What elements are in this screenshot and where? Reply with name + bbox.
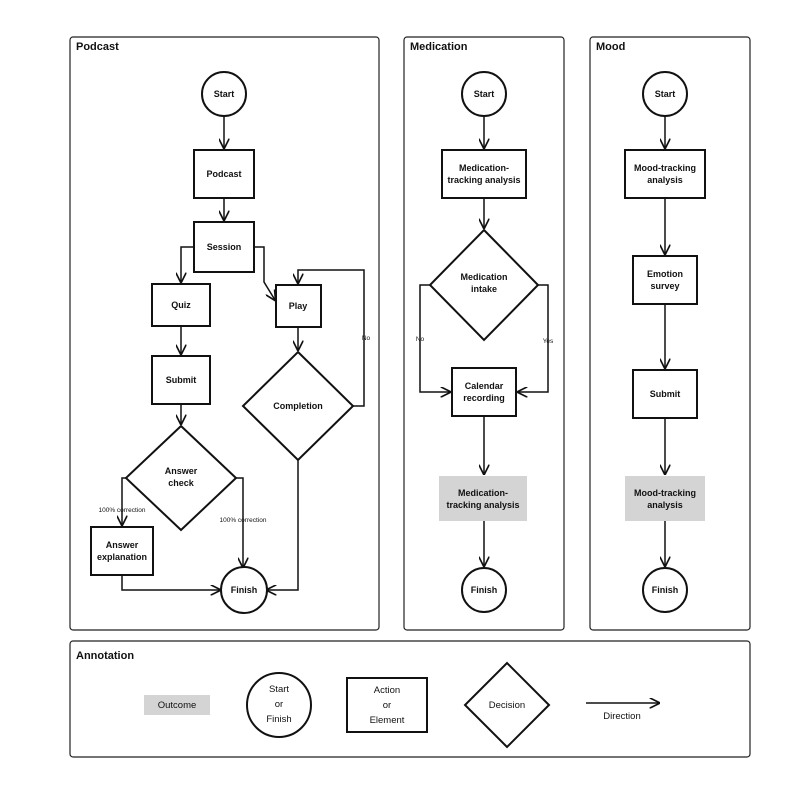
- medication-edges: [419, 116, 549, 566]
- completion-decision: Completion: [241, 350, 355, 462]
- mood-start-label: Start: [655, 89, 676, 99]
- calendar-recording-node: Calendar recording: [451, 367, 517, 417]
- medication-finish-node: Finish: [461, 567, 507, 613]
- edge-intake-no: [419, 284, 450, 392]
- emotion-survey-label-line2: survey: [650, 281, 679, 291]
- medication-outcome-label-line2: tracking analysis: [446, 500, 519, 510]
- podcast-panel-title: Podcast: [76, 41, 119, 53]
- submit-node: Submit: [151, 355, 211, 405]
- emotion-survey-label-line1: Emotion: [647, 269, 683, 279]
- podcast-start-label: Start: [214, 89, 235, 99]
- answer-check-label-line2: check: [168, 478, 195, 488]
- mood-analysis-label-line2: analysis: [647, 175, 683, 185]
- edge-check-to-finish: [236, 477, 243, 567]
- calendar-recording-label-line1: Calendar: [465, 381, 504, 391]
- mood-finish-label: Finish: [652, 585, 679, 595]
- completion-label: Completion: [273, 401, 323, 411]
- session-label: Session: [207, 242, 242, 252]
- podcast-edges: [121, 116, 365, 590]
- medication-analysis-node: Medication- tracking analysis: [441, 149, 527, 199]
- edge-label-med-yes: Yes: [543, 338, 554, 345]
- mood-finish-node: Finish: [642, 567, 688, 613]
- edge-completion-to-finish: [267, 460, 299, 590]
- submit-label: Submit: [166, 375, 197, 385]
- edge-label-correction-left: 100% correction: [99, 507, 146, 514]
- medication-analysis-label-line1: Medication-: [459, 163, 509, 173]
- legend-decision: Decision: [463, 661, 551, 749]
- edge-label-correction-right: 100% correction: [220, 517, 267, 524]
- mood-outcome-label-line1: Mood-tracking: [634, 488, 696, 498]
- legend-direction-label: Direction: [603, 711, 641, 722]
- edge-explanation-to-finish: [121, 575, 220, 590]
- legend-action: Action or Element: [346, 677, 428, 733]
- mood-panel: [589, 36, 751, 631]
- play-node: Play: [275, 284, 322, 328]
- edge-label-med-no: No: [416, 336, 425, 343]
- edge-intake-yes: [518, 284, 549, 392]
- medication-analysis-label-line2: tracking analysis: [447, 175, 520, 185]
- legend-direction: Direction: [586, 703, 659, 722]
- legend-action-line3: Element: [370, 715, 405, 726]
- play-label: Play: [289, 301, 308, 311]
- mood-start-node: Start: [642, 71, 688, 117]
- answer-explanation-node: Answer explanation: [90, 526, 154, 576]
- session-node: Session: [193, 221, 255, 273]
- podcast-finish-label: Finish: [231, 585, 258, 595]
- medication-intake-decision: Medication intake: [428, 228, 540, 342]
- edge-session-to-play: [254, 246, 275, 300]
- annotation-panel-title: Annotation: [76, 650, 134, 662]
- answer-explanation-label-line1: Answer: [106, 540, 139, 550]
- medication-start-label: Start: [474, 89, 495, 99]
- emotion-survey-node: Emotion survey: [632, 255, 698, 305]
- quiz-label: Quiz: [171, 300, 191, 310]
- mood-outcome-node: Mood-tracking analysis: [625, 476, 705, 521]
- mood-analysis-label-line1: Mood-tracking: [634, 163, 696, 173]
- legend-action-line1: Action: [374, 685, 400, 696]
- answer-check-label-line1: Answer: [165, 466, 198, 476]
- podcast-finish-node: Finish: [220, 566, 268, 614]
- mood-outcome-label-line2: analysis: [647, 500, 683, 510]
- medication-outcome-node: Medication- tracking analysis: [439, 476, 527, 521]
- medication-panel-title: Medication: [410, 41, 468, 53]
- answer-check-decision: Answer check: [124, 424, 238, 532]
- legend-start-finish-line3: Finish: [266, 714, 291, 725]
- legend-start-finish-line1: Start: [269, 684, 289, 695]
- quiz-node: Quiz: [151, 283, 211, 327]
- mood-analysis-node: Mood-tracking analysis: [624, 149, 706, 199]
- mood-submit-label: Submit: [650, 389, 681, 399]
- legend-start-finish-line2: or: [275, 699, 283, 710]
- edge-session-to-quiz: [181, 246, 196, 282]
- medication-outcome-label-line1: Medication-: [458, 488, 508, 498]
- answer-explanation-label-line2: explanation: [97, 552, 147, 562]
- podcast-action-node: Podcast: [193, 149, 255, 199]
- edge-completion-no-to-play: [298, 269, 365, 407]
- legend-action-line2: or: [383, 700, 391, 711]
- legend-outcome-label: Outcome: [158, 700, 197, 711]
- mood-panel-title: Mood: [596, 41, 625, 53]
- edge-label-no: No: [362, 335, 371, 342]
- medication-finish-label: Finish: [471, 585, 498, 595]
- medication-intake-label-line2: intake: [471, 284, 497, 294]
- medication-intake-label-line1: Medication: [460, 272, 507, 282]
- mood-submit-node: Submit: [632, 369, 698, 419]
- legend-decision-label: Decision: [489, 700, 525, 711]
- calendar-recording-label-line2: recording: [463, 393, 505, 403]
- podcast-start-node: Start: [201, 71, 247, 117]
- legend-outcome: Outcome: [144, 695, 210, 715]
- legend-start-finish: Start or Finish: [246, 672, 312, 738]
- podcast-action-label: Podcast: [206, 169, 241, 179]
- medication-start-node: Start: [461, 71, 507, 117]
